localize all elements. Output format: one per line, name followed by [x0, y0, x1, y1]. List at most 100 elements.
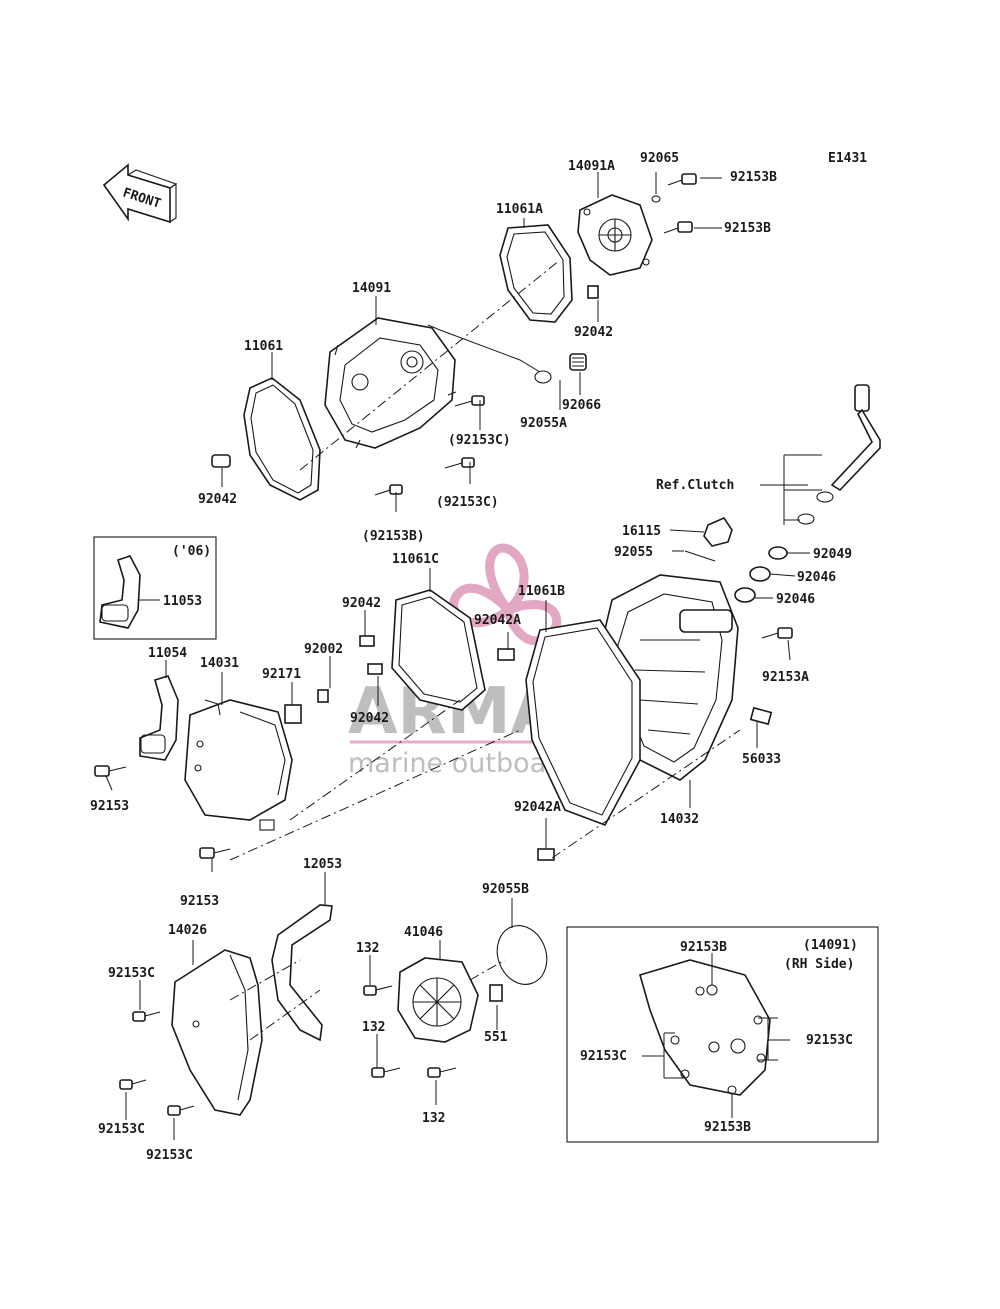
label-92046-2: 92046 [776, 592, 815, 607]
inset-header-1: (14091) [803, 938, 858, 953]
washer-92065 [651, 195, 661, 203]
bolt-92153C-14026-b [119, 1079, 147, 1090]
bolt-92153C-14026-a [132, 1011, 161, 1022]
label-92066: 92066 [562, 398, 601, 413]
bolt-92153B-top [667, 173, 697, 186]
label-92055B: 92055B [482, 882, 529, 897]
label-14031: 14031 [200, 656, 239, 671]
cover-14091A [577, 194, 653, 276]
label-132-3: 132 [422, 1111, 445, 1126]
inset-06-box [93, 536, 217, 640]
label-11061A: 11061A [496, 202, 543, 217]
oring-92055B [496, 925, 548, 985]
label-92055: 92055 [614, 545, 653, 560]
bolt-132-a [363, 985, 393, 996]
label-92055A: 92055A [520, 416, 567, 431]
gasket-11061A [499, 224, 573, 323]
label-132-1: 132 [356, 941, 379, 956]
label-41046: 41046 [404, 925, 443, 940]
label-92153A: 92153A [762, 670, 809, 685]
leader-lines [105, 172, 822, 1140]
bolt-92153C-14026-c [167, 1105, 195, 1116]
label-14091A: 14091A [568, 159, 615, 174]
bolt-92153C-a [454, 395, 485, 407]
label-ref-clutch: Ref.Clutch [656, 478, 734, 493]
label-551: 551 [484, 1030, 508, 1045]
bolt-92002 [317, 689, 329, 703]
label-92153C-7: 92153C [580, 1049, 627, 1064]
part-labels: 14091A 92065 92153B 92153B 11061A 14091 … [90, 151, 853, 1163]
gasket-11061B [525, 619, 641, 826]
label-92153C-1: (92153C) [448, 433, 511, 448]
label-92042-3: 92042 [342, 596, 381, 611]
clutch-lever-assembly [797, 384, 881, 525]
label-92153B-5: 92153B [704, 1120, 751, 1135]
inset-rh-side-box [566, 926, 879, 1143]
label-11061: 11061 [244, 339, 283, 354]
label-92042-1: 92042 [574, 325, 613, 340]
bearing-92046-a [749, 566, 771, 582]
dowel-92042A-b [537, 848, 555, 861]
oring-92055 [684, 550, 716, 562]
dowel-92042-left [211, 454, 231, 468]
inset-year: ('06) [172, 544, 211, 559]
bolt-132-b [371, 1067, 401, 1078]
diagram-code: E1431 [828, 151, 867, 166]
bracket-11053 [99, 555, 141, 629]
dowel-551 [489, 984, 503, 1002]
bearing-92046-b [734, 587, 756, 603]
cover-14026 [171, 949, 263, 1116]
label-92153B-2: 92153B [724, 221, 771, 236]
front-arrow: FRONT [102, 163, 178, 224]
label-11061C: 11061C [392, 552, 439, 567]
cover-41046 [397, 957, 479, 1043]
label-92153-1: 92153 [90, 799, 129, 814]
label-92049: 92049 [813, 547, 852, 562]
label-14091: 14091 [352, 281, 391, 296]
label-92042-2: 92042 [198, 492, 237, 507]
label-92042A-1: 92042A [474, 613, 521, 628]
dowel-92042-c [359, 635, 375, 647]
label-11061B: 11061B [518, 584, 565, 599]
label-92002: 92002 [304, 642, 343, 657]
label-92153C-6: 92153C [806, 1033, 853, 1048]
dowel-92042-top [587, 285, 599, 299]
label-92153B-4: 92153B [680, 940, 727, 955]
label-92153C-2: (92153C) [436, 495, 499, 510]
plug-16115 [703, 516, 733, 547]
label-11054: 11054 [148, 646, 187, 661]
bolt-92153B-low [374, 484, 403, 496]
bolt-92153C-b [444, 457, 475, 469]
oring-92055A [534, 370, 552, 384]
label-92171: 92171 [262, 667, 301, 682]
label-92153C-3: 92153C [108, 966, 155, 981]
cover-14091 [324, 317, 457, 449]
dowel-92042-d [367, 663, 383, 675]
guard-12053 [271, 904, 333, 1042]
part-92171 [284, 704, 302, 724]
bolt-92153A [761, 627, 793, 639]
dowel-92042A-a [497, 648, 515, 661]
oil-filler-92066 [569, 353, 587, 371]
label-92042A-2: 92042A [514, 800, 561, 815]
label-92153C-4: 92153C [98, 1122, 145, 1137]
label-92065: 92065 [640, 151, 679, 166]
label-12053: 12053 [303, 857, 342, 872]
inset-header-2: (RH Side) [784, 957, 854, 972]
bolt-92153-b [199, 847, 231, 859]
label-92042-4: 92042 [350, 711, 389, 726]
label-92153C-5: 92153C [146, 1148, 193, 1163]
label-56033: 56033 [742, 752, 781, 767]
label-14026: 14026 [168, 923, 207, 938]
label-92153B-3: (92153B) [362, 529, 425, 544]
label-56033 [749, 706, 773, 726]
bolt-132-c [427, 1067, 457, 1078]
bolt-92153B-mid [663, 221, 693, 234]
label-11053: 11053 [163, 594, 202, 609]
label-92046-1: 92046 [797, 570, 836, 585]
bracket-11054 [139, 675, 179, 761]
cover-14031 [184, 699, 293, 831]
bolt-92153-a [94, 765, 127, 777]
rh-side-cover [639, 959, 771, 1096]
